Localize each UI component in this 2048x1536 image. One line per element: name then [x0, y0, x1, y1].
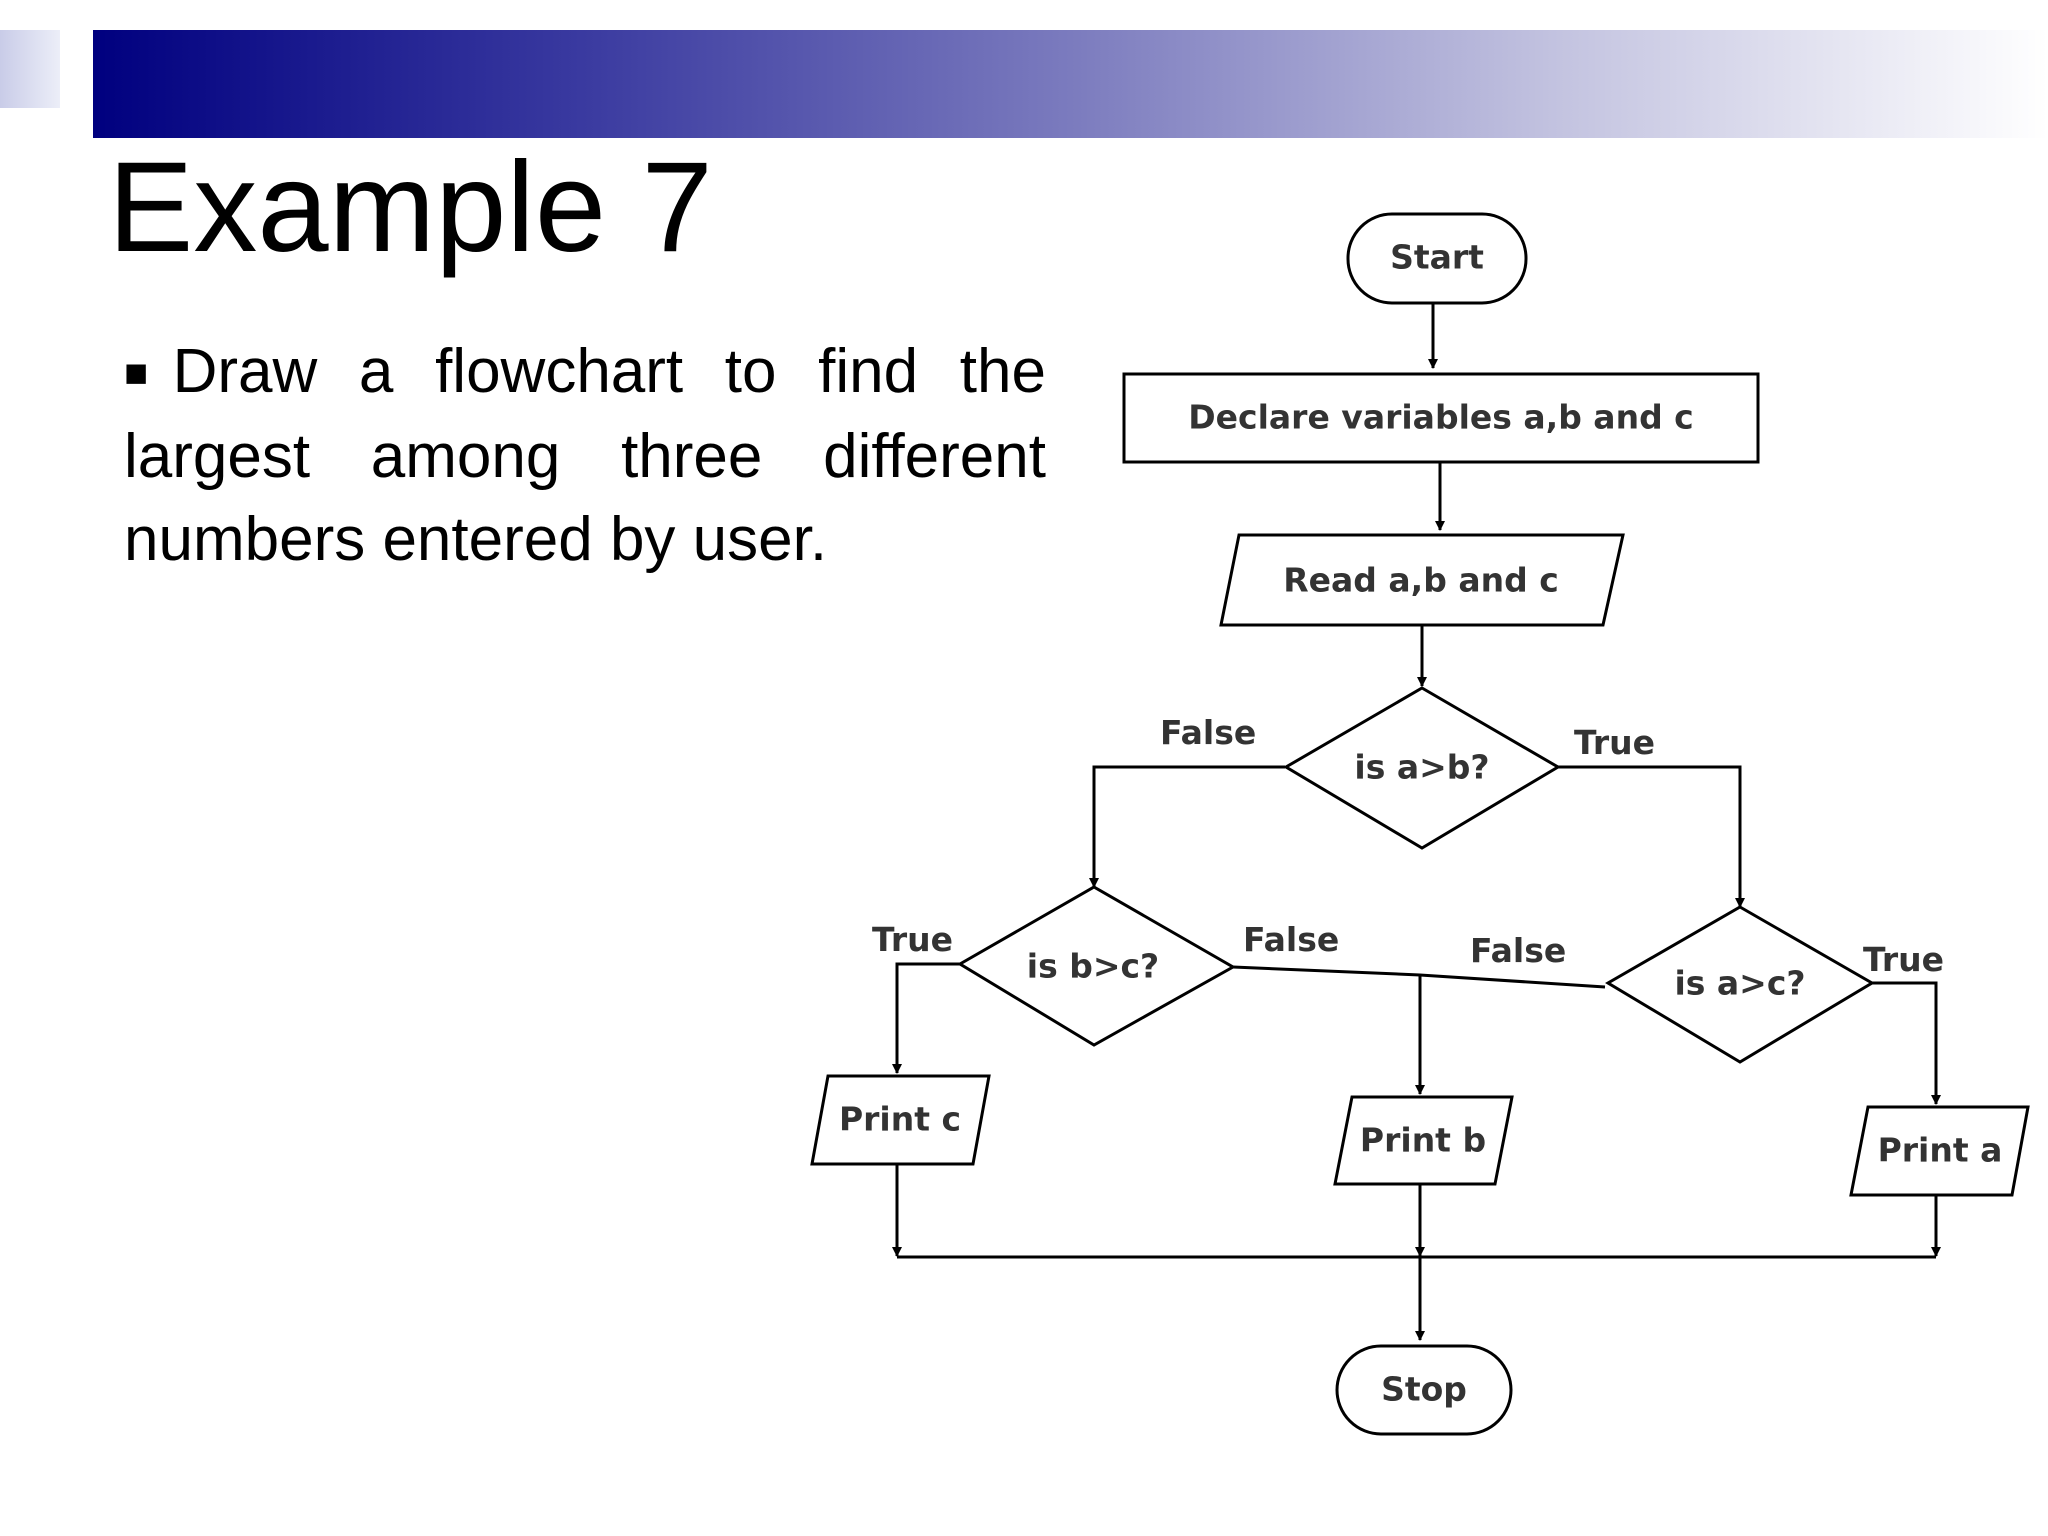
bc-true-label: True — [872, 920, 953, 959]
bc-false-label: False — [1243, 920, 1339, 959]
read-input: Read a,b and c — [1219, 533, 1625, 627]
print-a-output: Print a — [1849, 1105, 2030, 1197]
ac-false-label: False — [1470, 931, 1566, 970]
read-label: Read a,b and c — [1283, 561, 1559, 600]
print-b-output: Print b — [1333, 1095, 1514, 1186]
print-b-label: Print b — [1360, 1121, 1486, 1160]
start-terminator: Start — [1346, 212, 1528, 305]
declare-process: Declare variables a,b and c — [1122, 372, 1760, 464]
decision-bc: is b>c? — [957, 885, 1237, 1047]
print-c-output: Print c — [810, 1074, 991, 1166]
ac-true-label: True — [1863, 940, 1944, 979]
square-bullet-icon: ■ — [124, 351, 173, 395]
start-label: Start — [1390, 238, 1484, 277]
bullet-item: ■Draw a flowchart to find the largest am… — [124, 330, 1046, 581]
decision-ab: is a>b? — [1283, 686, 1561, 850]
ab-false-label: False — [1160, 713, 1256, 752]
stop-label: Stop — [1381, 1370, 1467, 1409]
decision-bc-label: is b>c? — [1027, 947, 1159, 986]
declare-label: Declare variables a,b and c — [1188, 398, 1694, 437]
print-a-label: Print a — [1878, 1131, 2003, 1170]
stop-terminator: Stop — [1335, 1344, 1513, 1436]
ab-true-label: True — [1574, 723, 1655, 762]
connector-ac-true-branch — [1870, 981, 1941, 1105]
decision-ac: is a>c? — [1605, 905, 1875, 1064]
connector-ab-false-branch — [1089, 765, 1285, 888]
decision-ab-label: is a>b? — [1354, 748, 1489, 787]
slide-title: Example 7 — [108, 136, 713, 279]
header-gradient-bar — [93, 30, 2048, 138]
decision-ac-label: is a>c? — [1674, 964, 1805, 1003]
connector-ab-true-branch — [1558, 765, 1745, 908]
print-c-label: Print c — [839, 1100, 961, 1139]
corner-accent — [0, 30, 60, 108]
connector-bc-true-branch — [892, 962, 960, 1074]
bullet-text: Draw a flowchart to find the largest amo… — [124, 337, 1046, 574]
